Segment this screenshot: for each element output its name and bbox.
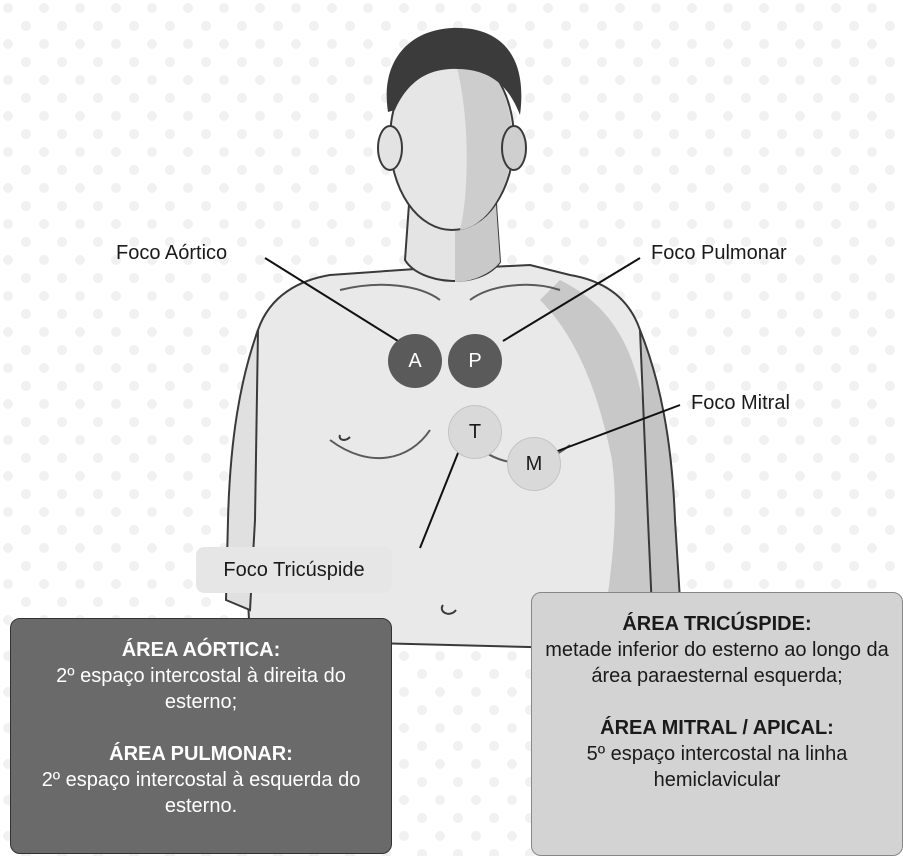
pulmonar-title: ÁREA PULMONAR:: [21, 741, 381, 767]
marker-mitral: M: [507, 437, 561, 491]
marker-pulmonar: P: [448, 334, 502, 388]
label-foco-tricuspide: Foco Tricúspide: [196, 547, 392, 593]
aortica-text: 2º espaço intercostal à direita do ester…: [21, 663, 381, 715]
marker-aortico: A: [388, 334, 442, 388]
marker-tricuspide: T: [448, 405, 502, 459]
label-foco-pulmonar: Foco Pulmonar: [651, 242, 787, 265]
label-foco-tricuspide-text: Foco Tricúspide: [223, 559, 364, 582]
mitral-title: ÁREA MITRAL / APICAL:: [542, 715, 892, 741]
mitral-text: 5º espaço intercostal na linha hemiclavi…: [542, 741, 892, 793]
aortica-title: ÁREA AÓRTICA:: [21, 637, 381, 663]
pulmonar-text: 2º espaço intercostal à esquerda do este…: [21, 767, 381, 819]
tricuspide-title: ÁREA TRICÚSPIDE:: [542, 611, 892, 637]
label-foco-mitral: Foco Mitral: [691, 392, 790, 415]
ear-left: [378, 126, 402, 170]
tricuspide-text: metade inferior do esterno ao longo da á…: [542, 637, 892, 689]
label-foco-aortico: Foco Aórtico: [116, 242, 227, 265]
info-box-aortica-pulmonar: ÁREA AÓRTICA: 2º espaço intercostal à di…: [10, 618, 392, 854]
ear-right: [502, 126, 526, 170]
info-box-tricuspide-mitral: ÁREA TRICÚSPIDE: metade inferior do este…: [531, 592, 903, 856]
